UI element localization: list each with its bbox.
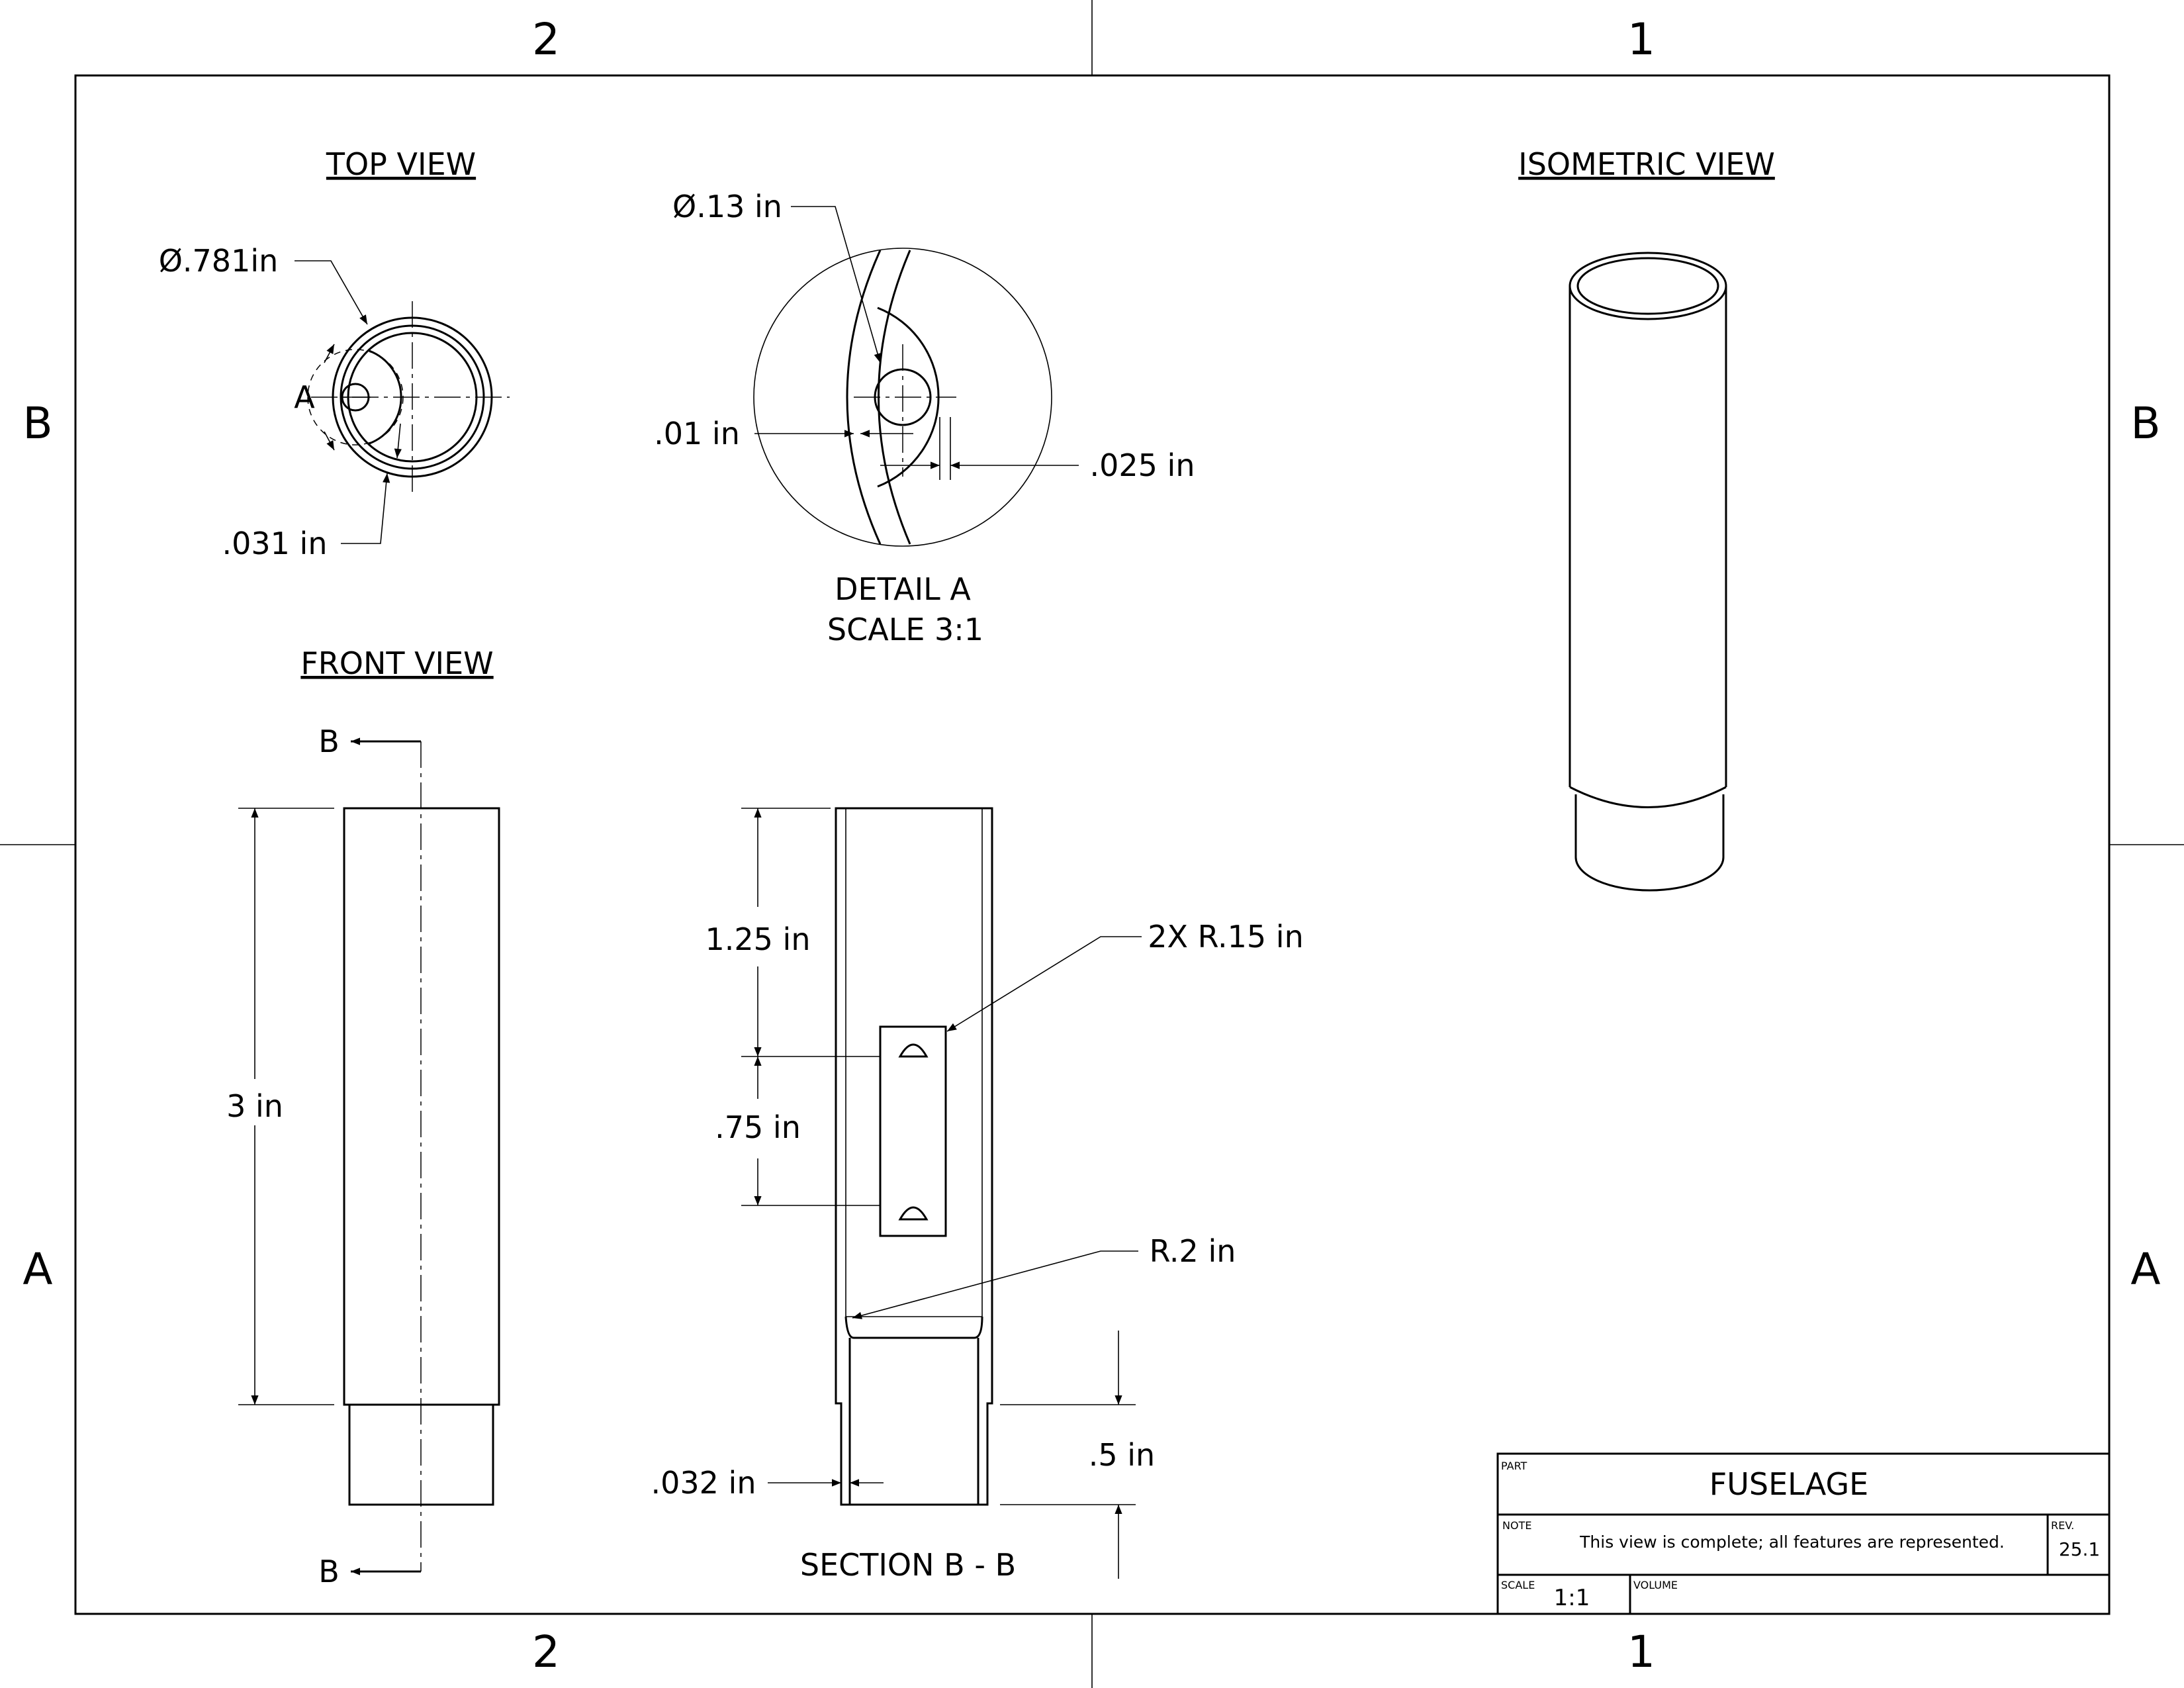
section-slot-radius-dim: 2X R.15 in: [1148, 919, 1303, 955]
detail-small-dim: .01 in: [654, 416, 740, 451]
detail-offset-dim: .025 in: [1090, 447, 1195, 483]
top-view-wall-dim: .031 in: [222, 526, 328, 561]
part-name: FUSELAGE: [1709, 1466, 1868, 1502]
isometric-view: ISOMETRIC VIEW: [1518, 146, 1775, 892]
section-view: 1.25 in .75 in 2X R.15 in R.2 in .5 in .…: [651, 807, 1304, 1583]
note-text: This view is complete; all features are …: [1579, 1532, 2005, 1552]
top-view-title: TOP VIEW: [326, 146, 476, 182]
zone-row-a-left: A: [23, 1244, 52, 1295]
section-step-length-dim: .5 in: [1089, 1437, 1155, 1473]
note-label: NOTE: [1502, 1519, 1531, 1532]
sheet-border: [74, 74, 2111, 1615]
detail-a-scale: SCALE 3:1: [827, 612, 983, 647]
section-step-radius-dim: R.2 in: [1150, 1233, 1236, 1269]
rev-label: REV.: [2051, 1519, 2074, 1532]
part-label: PART: [1501, 1460, 1527, 1472]
detail-hole-diameter-dim: Ø.13 in: [672, 189, 782, 224]
zone-col-1-bottom: 1: [1627, 1626, 1655, 1677]
zone-row-a-right: A: [2130, 1244, 2160, 1295]
scale-value: 1:1: [1554, 1585, 1590, 1611]
detail-a-title: DETAIL A: [835, 571, 971, 607]
isometric-view-title: ISOMETRIC VIEW: [1518, 146, 1775, 182]
front-length-dim: 3 in: [226, 1088, 283, 1124]
scale-label: SCALE: [1501, 1579, 1535, 1591]
zone-col-2-bottom: 2: [532, 1626, 560, 1677]
top-view: TOP VIEW A Ø.781in .031 in: [159, 146, 510, 561]
section-slot-dim: .75 in: [715, 1109, 801, 1145]
top-view-diameter-dim: Ø.781in: [159, 243, 279, 279]
detail-a-callout-label: A: [294, 379, 315, 415]
zone-col-1-top: 1: [1627, 14, 1655, 65]
section-cut-label-top: B: [318, 724, 340, 759]
volume-label: VOLUME: [1633, 1579, 1678, 1591]
section-wall-dim: .032 in: [651, 1465, 756, 1501]
section-cut-label-bottom: B: [318, 1554, 340, 1589]
zone-row-b-right: B: [2130, 398, 2160, 449]
detail-a-view: Ø.13 in .01 in .025 in DETAIL A SCALE 3:…: [654, 189, 1195, 647]
section-top-dim: 1.25 in: [705, 921, 811, 957]
zone-row-b-left: B: [23, 398, 52, 449]
front-view: FRONT VIEW B B 3 in: [226, 645, 500, 1589]
rev-value: 25.1: [2059, 1538, 2100, 1560]
front-view-title: FRONT VIEW: [300, 645, 493, 681]
title-block: PART FUSELAGE NOTE This view is complete…: [1496, 1452, 2111, 1615]
zone-col-2-top: 2: [532, 14, 560, 65]
section-view-title: SECTION B - B: [800, 1547, 1016, 1583]
